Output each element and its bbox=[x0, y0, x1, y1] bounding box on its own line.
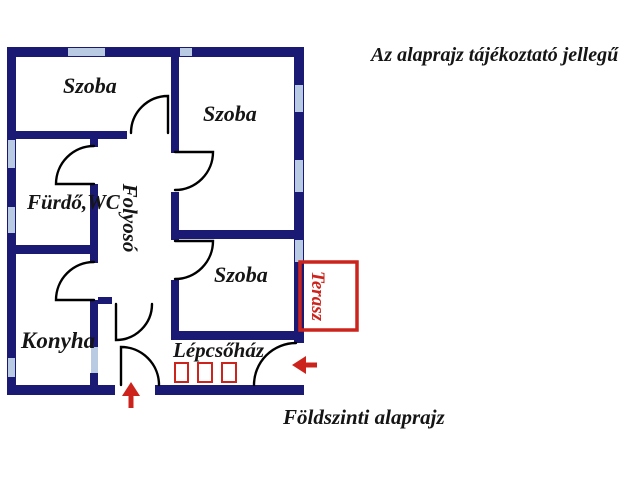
door-room-top-right bbox=[173, 150, 215, 192]
door-room-top-left bbox=[129, 94, 170, 135]
stair-tread bbox=[221, 362, 237, 383]
window-icon bbox=[8, 358, 15, 377]
door-exit bbox=[252, 341, 298, 387]
window-icon bbox=[68, 48, 105, 56]
door-room-bottom-right bbox=[173, 239, 215, 281]
exit-arrow-icon bbox=[292, 356, 317, 374]
door-kitchen bbox=[54, 260, 96, 302]
wall-right bbox=[294, 47, 304, 343]
room-label-top-left: Szoba bbox=[63, 73, 117, 98]
wall-corridor-left-1 bbox=[90, 131, 98, 147]
wall-corridor-left-2 bbox=[90, 184, 98, 263]
corridor-label: Folyosó bbox=[118, 183, 143, 253]
window-segments bbox=[8, 48, 303, 377]
wall-central-lower bbox=[171, 280, 179, 340]
window-icon bbox=[295, 85, 303, 112]
plan-note: Az alaprajz tájékoztató jellegű bbox=[371, 44, 619, 66]
door-bathroom bbox=[54, 144, 96, 186]
wall-central-mid bbox=[171, 192, 179, 240]
window-icon bbox=[8, 207, 15, 233]
wall-bath-kitchen-divider bbox=[7, 245, 98, 254]
wall-corridor-left-4 bbox=[90, 373, 98, 390]
wall-room3-bottom bbox=[171, 331, 304, 340]
room-label-top-right: Szoba bbox=[203, 101, 257, 126]
window-icon bbox=[91, 347, 98, 373]
wall-corridor-stub bbox=[98, 297, 112, 304]
stairs-icon bbox=[174, 362, 237, 383]
door-arcs bbox=[54, 94, 298, 387]
window-icon bbox=[180, 48, 192, 56]
staircase-label: Lépcsőház bbox=[173, 338, 264, 362]
stair-tread bbox=[174, 362, 189, 383]
wall-top bbox=[7, 47, 304, 57]
room-label-bottom-right: Szoba bbox=[214, 262, 268, 287]
wall-bottom-left bbox=[7, 385, 115, 395]
terrace-outline bbox=[298, 260, 359, 332]
window-icon bbox=[8, 140, 15, 168]
wall-bottom-right bbox=[155, 385, 304, 395]
wall-room1-bottom bbox=[7, 131, 127, 139]
wall-central-upper bbox=[171, 47, 179, 153]
terrace-label: Terasz bbox=[307, 271, 329, 321]
stair-tread bbox=[197, 362, 213, 383]
kitchen-label: Konyha bbox=[21, 328, 96, 353]
wall-corridor-left-3 bbox=[90, 300, 98, 347]
door-corridor bbox=[114, 302, 154, 342]
window-icon bbox=[295, 160, 303, 192]
window-icon bbox=[295, 240, 303, 262]
wall-rooms-divider bbox=[171, 230, 304, 239]
bathroom-label: Fürdő,WC bbox=[27, 190, 120, 214]
door-entrance bbox=[119, 345, 161, 387]
entrance-arrow-icon bbox=[122, 382, 140, 408]
plan-caption: Földszinti alaprajz bbox=[283, 405, 445, 429]
